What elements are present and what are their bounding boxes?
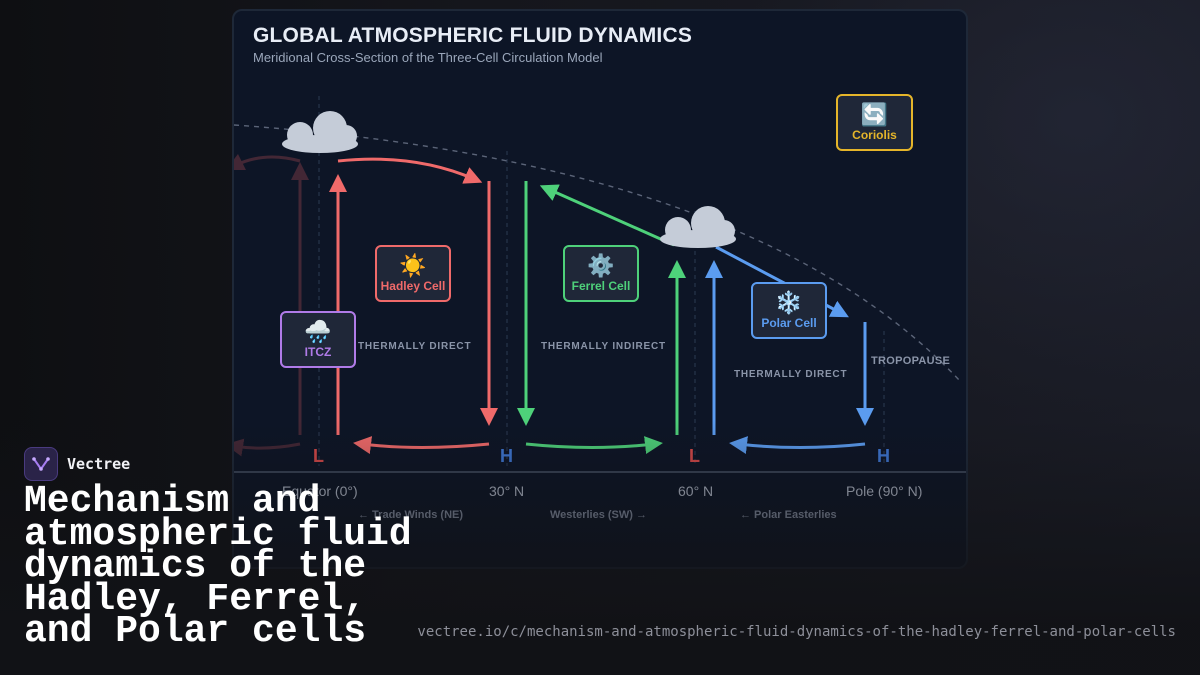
ferrel-equatorward-arrow (539, 184, 675, 247)
polar-cell-label: Polar Cell (761, 315, 817, 330)
brand[interactable]: Vectree (24, 447, 130, 481)
polar-cell-arrows (705, 245, 874, 454)
tropopause-label: TROPOPAUSE (871, 355, 951, 367)
ghost-surface-arrow (234, 438, 301, 457)
polar-cell-box: ❄️ Polar Cell (751, 282, 827, 339)
ghost-cell (234, 153, 309, 457)
cloud-icon (282, 111, 358, 153)
page-url[interactable]: vectree.io/c/mechanism-and-atmospheric-f… (417, 624, 1176, 640)
ferrel-cell-box: ⚙️ Ferrel Cell (563, 245, 639, 302)
tropopause-line (234, 124, 961, 382)
latitude-60n: 60° N (678, 483, 714, 499)
headline: Mechanism and atmospheric fluid dynamics… (24, 480, 412, 653)
polar-easterly-arrow (729, 436, 866, 454)
ferrel-surface-arrow (525, 436, 663, 454)
itcz-box: 🌧️ ITCZ (280, 311, 356, 368)
polar-easterlies-label: ← Polar Easterlies (740, 509, 837, 521)
ghost-top-arrow (234, 153, 301, 171)
diagram-panel: GLOBAL ATMOSPHERIC FLUID DYNAMICS Meridi… (232, 9, 968, 569)
pressure-low-equator: L (313, 446, 324, 466)
latitude-pole: Pole (90° N) (846, 483, 923, 499)
coriolis-box: 🔄 Coriolis (836, 94, 913, 151)
hadley-cell-arrows (329, 157, 498, 455)
pressure-high-pole: H (877, 446, 890, 466)
pressure-low-60n: L (689, 446, 700, 466)
hadley-return-arrow (353, 436, 490, 455)
hadley-poleward-arrow (337, 157, 483, 184)
polar-thermal-tag: THERMALLY DIRECT (734, 369, 848, 380)
gear-icon: ⚙️ (587, 253, 615, 279)
latitude-30n: 30° N (489, 483, 525, 499)
coriolis-label: Coriolis (852, 127, 897, 142)
snowflake-icon: ❄️ (775, 290, 803, 316)
cloud-icon (660, 206, 736, 248)
sun-icon: ☀️ (399, 253, 427, 279)
westerlies-label: Westerlies (SW) → (550, 509, 647, 521)
vectree-logo-icon (24, 447, 58, 481)
diagram-subtitle: Meridional Cross-Section of the Three-Ce… (253, 50, 603, 65)
itcz-label: ITCZ (304, 344, 332, 359)
ferrel-cell-arrows (517, 181, 686, 454)
ferrel-thermal-tag: THERMALLY INDIRECT (541, 341, 666, 352)
diagram-title: GLOBAL ATMOSPHERIC FLUID DYNAMICS (253, 24, 693, 47)
hadley-cell-label: Hadley Cell (380, 278, 446, 293)
cycle-arrows-icon: 🔄 (860, 102, 889, 128)
hadley-cell-box: ☀️ Hadley Cell (375, 245, 451, 302)
brand-name: Vectree (67, 455, 131, 473)
rain-cloud-icon: 🌧️ (304, 319, 332, 345)
ferrel-cell-label: Ferrel Cell (571, 278, 631, 293)
hadley-thermal-tag: THERMALLY DIRECT (358, 341, 472, 352)
pressure-high-30n: H (500, 446, 513, 466)
